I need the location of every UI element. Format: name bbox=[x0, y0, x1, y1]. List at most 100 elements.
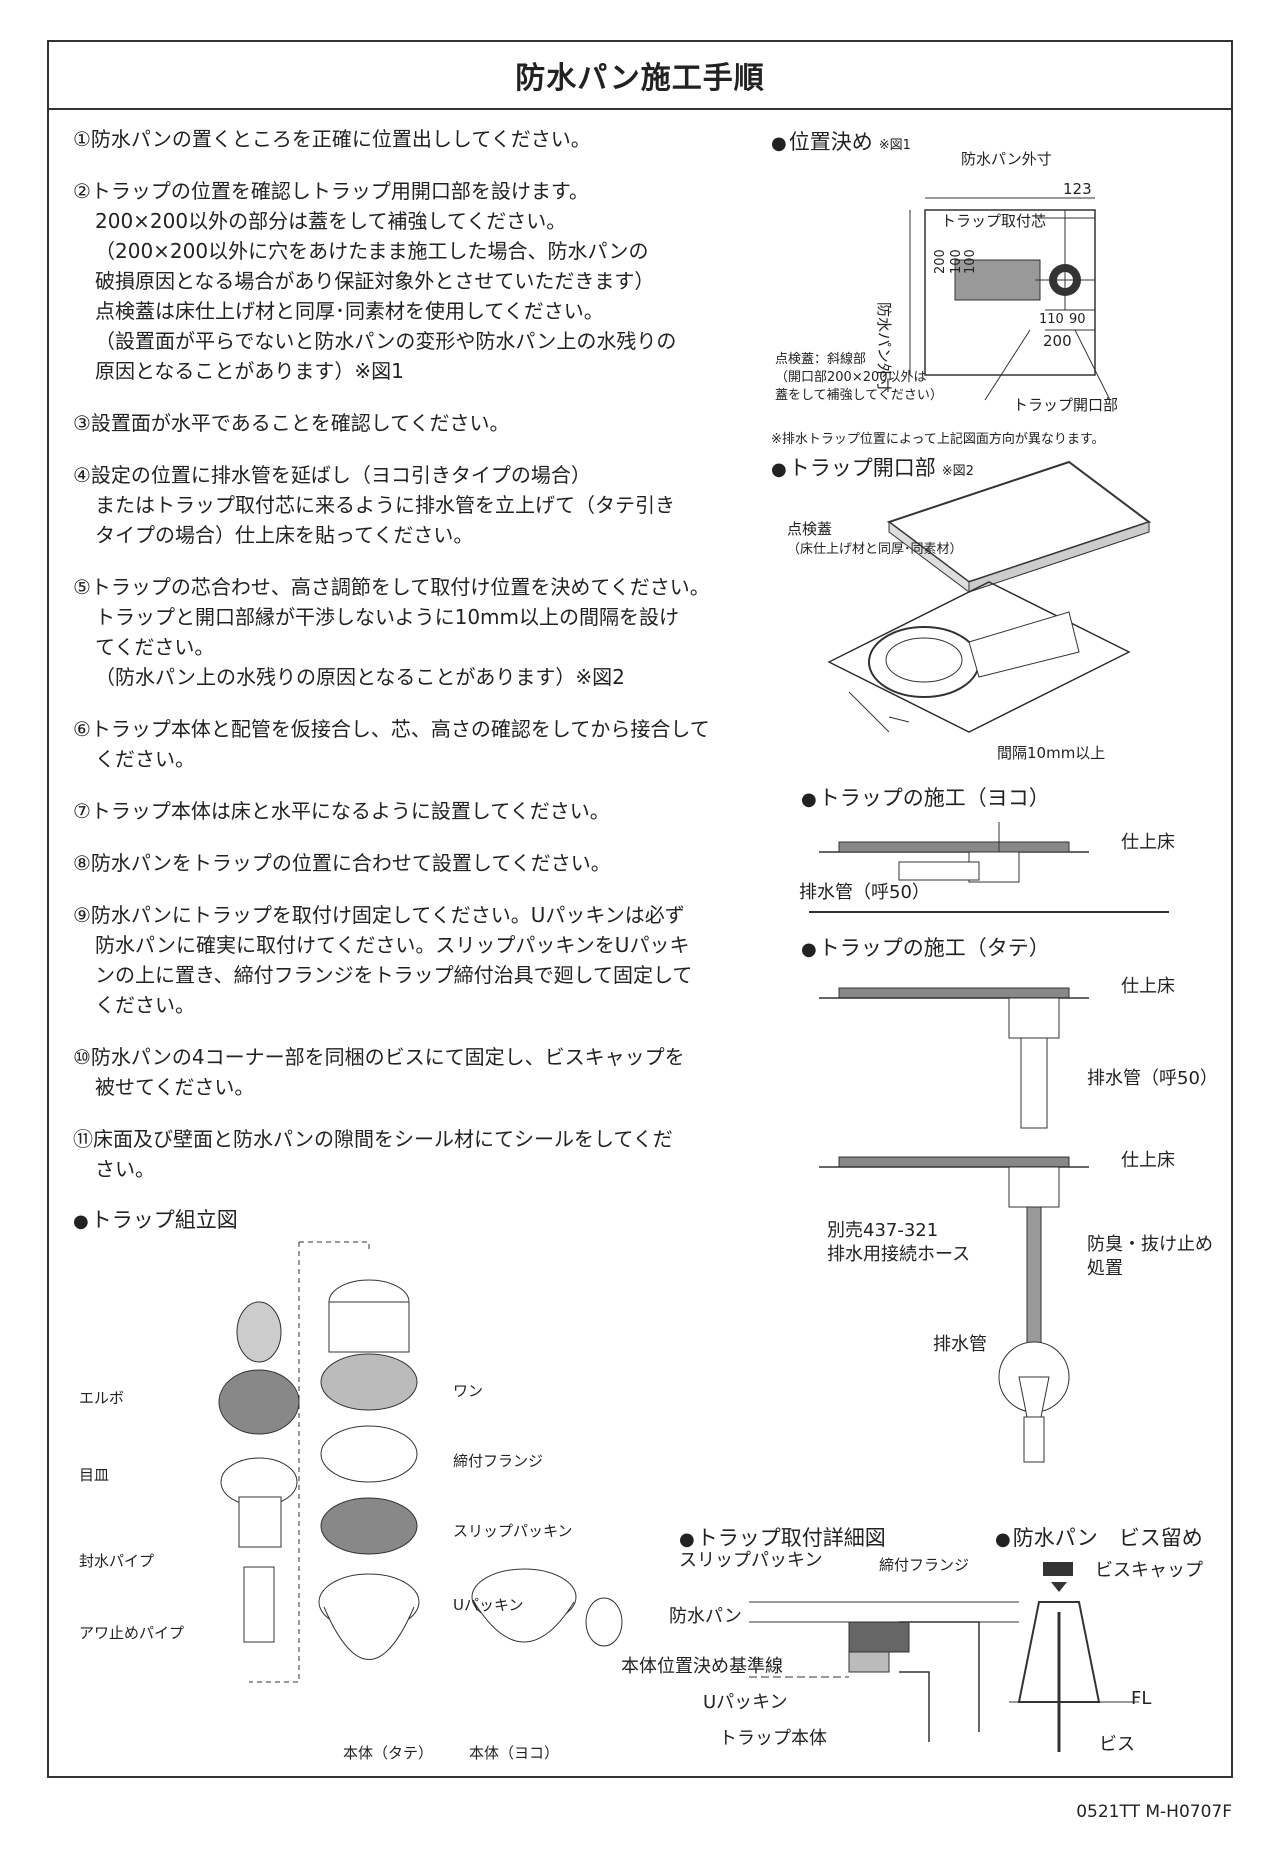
assembly-heading: ●トラップ組立図 bbox=[73, 1208, 238, 1232]
step-line: （設置面が平らでないと防水パンの変形や防水パン上の水残りの bbox=[95, 329, 677, 353]
detail-pan-label: 防水パン bbox=[669, 1606, 742, 1627]
detail-slip-label: スリップパッキン bbox=[679, 1550, 823, 1571]
step-line: ⑦トラップ本体は床と水平になるように設置してください。 bbox=[73, 799, 610, 823]
fig1-dim-200h: 200 bbox=[1043, 332, 1072, 350]
fig1-heading: ●位置決め※図1 bbox=[771, 130, 911, 154]
fig3-floor-label: 仕上床 bbox=[1121, 832, 1175, 853]
step-2: ②トラップの位置を確認しトラップ用開口部を設けます。200×200以外の部分は蓋… bbox=[73, 176, 753, 386]
assembly-foam-pipe-label: アワ止めパイプ bbox=[79, 1624, 185, 1642]
screw-label: ビス bbox=[1099, 1734, 1135, 1755]
fig1-dim-110: 110 bbox=[1039, 312, 1064, 327]
instruction-steps: ①防水パンの置くところを正確に位置出ししてください。 ②トラップの位置を確認しトラ… bbox=[73, 124, 753, 1206]
assembly-elbow-label: エルボ bbox=[79, 1389, 125, 1407]
step-line: ④設定の位置に排水管を延ばし（ヨコ引きタイプの場合） bbox=[73, 463, 591, 487]
fig1-note: ※排水トラップ位置によって上記図面方向が異なります。 bbox=[771, 432, 1105, 447]
page-title: 防水パン施工手順 bbox=[49, 42, 1231, 110]
fig5-anti-label-2: 処置 bbox=[1087, 1258, 1123, 1279]
step-line: （200×200以外に穴をあけたまま施工した場合、防水パンの bbox=[95, 239, 649, 263]
fig5-diagram bbox=[819, 1156, 1089, 1463]
assembly-upack-label: Uパッキン bbox=[453, 1596, 524, 1614]
step-line: またはトラップ取付芯に来るように排水管を立上げて（タテ引き bbox=[95, 493, 675, 517]
step-line: ⑩防水パンの4コーナー部を同梱のビスにて固定し、ビスキャップを bbox=[73, 1045, 685, 1069]
fig1-inspection-label: 点検蓋：斜線部 bbox=[775, 352, 867, 367]
fig3-pipe-label: 排水管（呼50） bbox=[799, 882, 930, 903]
fig1-trap-center-label: トラップ取付芯 bbox=[941, 212, 1047, 230]
step-line: ⑥トラップ本体と配管を仮接合し、芯、高さの確認をしてから接合して bbox=[73, 717, 710, 741]
fig1-dim-100a: 100 bbox=[949, 249, 964, 274]
fig5-sold-label: 別売437-321 bbox=[827, 1220, 939, 1241]
assembly-body-v-label: 本体（タテ） bbox=[343, 1744, 434, 1762]
screw-cap-label: ビスキャップ bbox=[1095, 1560, 1203, 1581]
step-9: ⑨防水パンにトラップを取付け固定してください。Uパッキンは必ず防水パンに確実に取… bbox=[73, 900, 753, 1020]
assembly-body-h-label: 本体（ヨコ） bbox=[469, 1744, 560, 1762]
assembly-cup-label: ワン bbox=[453, 1382, 484, 1400]
step-line: ⑧防水パンをトラップの位置に合わせて設置してください。 bbox=[73, 851, 611, 875]
fig4-heading: ●トラップの施工（タテ） bbox=[801, 936, 1050, 960]
fig3-heading: ●トラップの施工（ヨコ） bbox=[801, 786, 1050, 810]
step-line: （防水パン上の水残りの原因となることがあります）※図2 bbox=[95, 665, 625, 689]
step-5: ⑤トラップの芯合わせ、高さ調節をして取付け位置を決めてください。トラップと開口部… bbox=[73, 572, 753, 692]
fig1-opening-label: トラップ開口部 bbox=[1013, 396, 1119, 414]
step-line: てください。 bbox=[95, 635, 215, 659]
step-4: ④設定の位置に排水管を延ばし（ヨコ引きタイプの場合） またはトラップ取付芯に来るよ… bbox=[73, 460, 753, 550]
step-line: ⑨防水パンにトラップを取付け固定してください。Uパッキンは必ず bbox=[73, 903, 685, 927]
fig1-inspection-label-3: 蓋をして補強してください） bbox=[775, 388, 943, 403]
fig4-floor-label: 仕上床 bbox=[1121, 976, 1175, 997]
step-line: さい。 bbox=[95, 1157, 155, 1181]
screw-diagram bbox=[1009, 1562, 1139, 1752]
fig2-heading: ●トラップ開口部※図2 bbox=[771, 456, 974, 480]
fig1-dim-100b: 100 bbox=[963, 249, 978, 274]
step-line: ⑤トラップの芯合わせ、高さ調節をして取付け位置を決めてください。 bbox=[73, 575, 710, 599]
fig4-diagram bbox=[819, 987, 1089, 1129]
assembly-slip-label: スリップパッキン bbox=[453, 1522, 573, 1540]
fig5-anti-label: 防臭・抜け止め bbox=[1087, 1234, 1213, 1255]
detail-heading: ●トラップ取付詳細図 bbox=[679, 1526, 886, 1550]
assembly-flange-label: 締付フランジ bbox=[453, 1452, 544, 1470]
step-line: ⑪床面及び壁面と防水パンの隙間をシール材にてシールをしてくだ bbox=[73, 1127, 673, 1151]
fig2-gap-label: 間隔10mm以上 bbox=[997, 744, 1106, 762]
detail-flange-label: 締付フランジ bbox=[879, 1556, 970, 1574]
step-line: トラップと開口部縁が干渉しないように10mm以上の間隔を設け bbox=[95, 605, 680, 629]
fig1-diagram bbox=[909, 197, 1111, 401]
fig1-dim-90: 90 bbox=[1069, 312, 1086, 327]
step-line: ①防水パンの置くところを正確に位置出ししてください。 bbox=[73, 127, 591, 151]
step-11: ⑪床面及び壁面と防水パンの隙間をシール材にてシールをしてください。 bbox=[73, 1124, 753, 1184]
step-line: 点検蓋は床仕上げ材と同厚･同素材を使用してください。 bbox=[95, 299, 604, 323]
step-7: ⑦トラップ本体は床と水平になるように設置してください。 bbox=[73, 796, 753, 826]
step-line: 破損原因となる場合があり保証対象外とさせていただきます） bbox=[95, 269, 655, 293]
step-line: ください。 bbox=[95, 993, 195, 1017]
fig1-inspection-label-2: （開口部200×200以外は bbox=[775, 370, 927, 385]
step-line: ンの上に置き、締付フランジをトラップ締付治具で廻して固定して bbox=[95, 963, 693, 987]
document-code: 0521TT M-H0707F bbox=[1076, 1802, 1232, 1822]
step-line: ③設置面が水平であることを確認してください。 bbox=[73, 411, 510, 435]
fig2-lid-label: 点検蓋 bbox=[787, 520, 833, 538]
page-frame: 防水パン施工手順 ①防水パンの置くところを正確に位置出ししてください。 ②トラップ… bbox=[47, 40, 1233, 1778]
step-8: ⑧防水パンをトラップの位置に合わせて設置してください。 bbox=[73, 848, 753, 878]
fig2-lid-label-2: （床仕上げ材と同厚･同素材） bbox=[787, 542, 963, 557]
detail-baseline-label: 本体位置決め基準線 bbox=[621, 1656, 783, 1677]
step-line: タイプの場合）仕上床を貼ってください。 bbox=[95, 523, 474, 547]
fig1-dim-200v: 200 bbox=[933, 249, 948, 274]
fig2-diagram bbox=[827, 460, 1152, 733]
assembly-grate-label: 目皿 bbox=[79, 1466, 110, 1484]
screw-fl-label: FL bbox=[1131, 1688, 1152, 1709]
step-line: ください。 bbox=[95, 747, 195, 771]
fig1-outer-label: 防水パン外寸 bbox=[961, 150, 1052, 168]
fig5-pipe-label: 排水管 bbox=[933, 1334, 987, 1355]
assembly-diagram bbox=[218, 1241, 623, 1683]
step-line: 被せてください。 bbox=[95, 1075, 255, 1099]
fig3-diagram bbox=[809, 822, 1169, 913]
fig4-pipe-label: 排水管（呼50） bbox=[1087, 1068, 1218, 1089]
step-line: 200×200以外の部分は蓋をして補強してください。 bbox=[95, 209, 567, 233]
step-line: 原因となることがあります）※図1 bbox=[95, 359, 404, 383]
detail-upack-label: Uパッキン bbox=[703, 1692, 788, 1713]
step-3: ③設置面が水平であることを確認してください。 bbox=[73, 408, 753, 438]
step-line: 防水パンに確実に取付けてください。スリップパッキンをUパッキ bbox=[95, 933, 690, 957]
detail-diagram bbox=[749, 1601, 1019, 1742]
assembly-seal-pipe-label: 封水パイプ bbox=[79, 1552, 155, 1570]
step-6: ⑥トラップ本体と配管を仮接合し、芯、高さの確認をしてから接合してください。 bbox=[73, 714, 753, 774]
fig5-hose-label: 排水用接続ホース bbox=[827, 1244, 971, 1265]
detail-body-label: トラップ本体 bbox=[719, 1728, 827, 1749]
screw-heading: ●防水パン ビス留め bbox=[995, 1526, 1203, 1550]
fig1-dim-123: 123 bbox=[1063, 180, 1092, 198]
